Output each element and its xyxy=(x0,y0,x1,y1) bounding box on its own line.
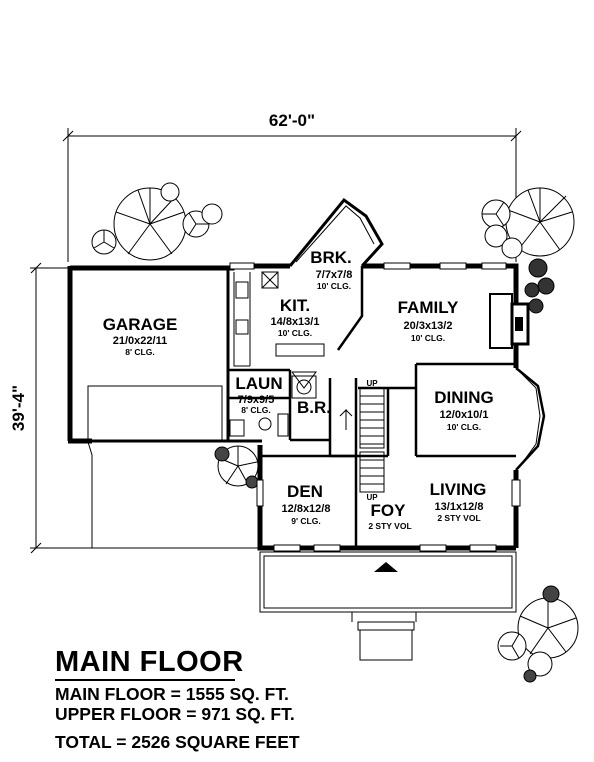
svg-text:10' CLG.: 10' CLG. xyxy=(278,328,312,338)
plan-title: MAIN FLOOR xyxy=(55,646,244,678)
svg-text:FOY: FOY xyxy=(371,501,407,520)
width-label: 62'-0" xyxy=(269,111,315,130)
room-kit: KIT. 14/8x13/1 10' CLG. xyxy=(271,296,320,338)
main-floor-area: MAIN FLOOR = 1555 SQ. FT. xyxy=(55,684,289,704)
svg-text:BRK.: BRK. xyxy=(310,248,352,267)
svg-text:DINING: DINING xyxy=(434,388,494,407)
width-dimension xyxy=(62,128,522,262)
svg-text:KIT.: KIT. xyxy=(280,296,310,315)
svg-text:20/3x13/2: 20/3x13/2 xyxy=(404,320,453,332)
svg-text:8' CLG.: 8' CLG. xyxy=(125,347,154,357)
svg-text:LIVING: LIVING xyxy=(430,480,487,499)
room-living: LIVING 13/1x12/8 2 STY VOL xyxy=(430,480,487,523)
svg-text:B.R.: B.R. xyxy=(297,398,331,417)
windows xyxy=(229,262,521,552)
svg-text:LAUN: LAUN xyxy=(235,374,282,393)
svg-text:GARAGE: GARAGE xyxy=(103,315,178,334)
svg-text:2 STY VOL: 2 STY VOL xyxy=(368,521,411,531)
kitchen-counters xyxy=(233,271,325,367)
breakfast-bay xyxy=(288,197,384,268)
room-laun: LAUN 7/9x9/5 8' CLG. xyxy=(235,374,282,415)
tree-icon xyxy=(481,187,575,259)
front-porch xyxy=(259,551,517,661)
svg-text:2 STY VOL: 2 STY VOL xyxy=(437,513,480,523)
tree-icon xyxy=(91,182,223,261)
svg-text:10' CLG.: 10' CLG. xyxy=(317,281,351,291)
title-underline xyxy=(55,679,235,681)
staircase xyxy=(339,387,385,493)
room-family: FAMILY 20/3x13/2 10' CLG. xyxy=(398,298,459,343)
svg-text:13/1x12/8: 13/1x12/8 xyxy=(435,501,484,513)
room-brk: BRK. 7/7x7/8 10' CLG. xyxy=(310,248,352,291)
dining-bay xyxy=(515,367,546,471)
stair-up-label: UP xyxy=(366,379,378,388)
svg-text:10' CLG.: 10' CLG. xyxy=(447,422,481,432)
fireplace xyxy=(489,293,530,349)
room-br: B.R. xyxy=(297,398,331,417)
depth-label: 39'-4" xyxy=(9,385,28,431)
svg-text:7/9x9/5: 7/9x9/5 xyxy=(238,394,275,406)
depth-dimension xyxy=(30,262,260,554)
svg-text:21/0x22/11: 21/0x22/11 xyxy=(113,335,167,347)
laundry-fixtures xyxy=(229,371,317,437)
svg-text:8' CLG.: 8' CLG. xyxy=(241,405,270,415)
entry-arrow-icon xyxy=(374,562,398,572)
room-garage: GARAGE 21/0x22/11 8' CLG. xyxy=(103,315,178,357)
upper-floor-area: UPPER FLOOR = 971 SQ. FT. xyxy=(55,704,295,724)
room-foy: FOY 2 STY VOL xyxy=(368,501,411,531)
tree-icon xyxy=(497,585,579,683)
svg-text:DEN: DEN xyxy=(287,482,323,501)
room-dining: DINING 12/0x10/1 10' CLG. xyxy=(434,388,494,432)
svg-text:12/0x10/1: 12/0x10/1 xyxy=(440,409,489,421)
interior-walls xyxy=(228,266,516,548)
area-legend: MAIN FLOOR MAIN FLOOR = 1555 SQ. FT. UPP… xyxy=(55,646,300,752)
svg-text:FAMILY: FAMILY xyxy=(398,298,459,317)
shrub-icon xyxy=(524,258,555,314)
room-den: DEN 12/8x12/8 9' CLG. xyxy=(282,482,331,526)
svg-text:7/7x7/8: 7/7x7/8 xyxy=(316,269,353,281)
garage-door xyxy=(87,385,223,548)
svg-text:12/8x12/8: 12/8x12/8 xyxy=(282,503,331,515)
stair-up-label: UP xyxy=(366,493,378,502)
svg-text:10' CLG.: 10' CLG. xyxy=(411,333,445,343)
svg-text:9' CLG.: 9' CLG. xyxy=(291,516,320,526)
total-area: TOTAL = 2526 SQUARE FEET xyxy=(55,732,300,752)
svg-text:14/8x13/1: 14/8x13/1 xyxy=(271,316,320,328)
tree-icon xyxy=(214,445,259,489)
